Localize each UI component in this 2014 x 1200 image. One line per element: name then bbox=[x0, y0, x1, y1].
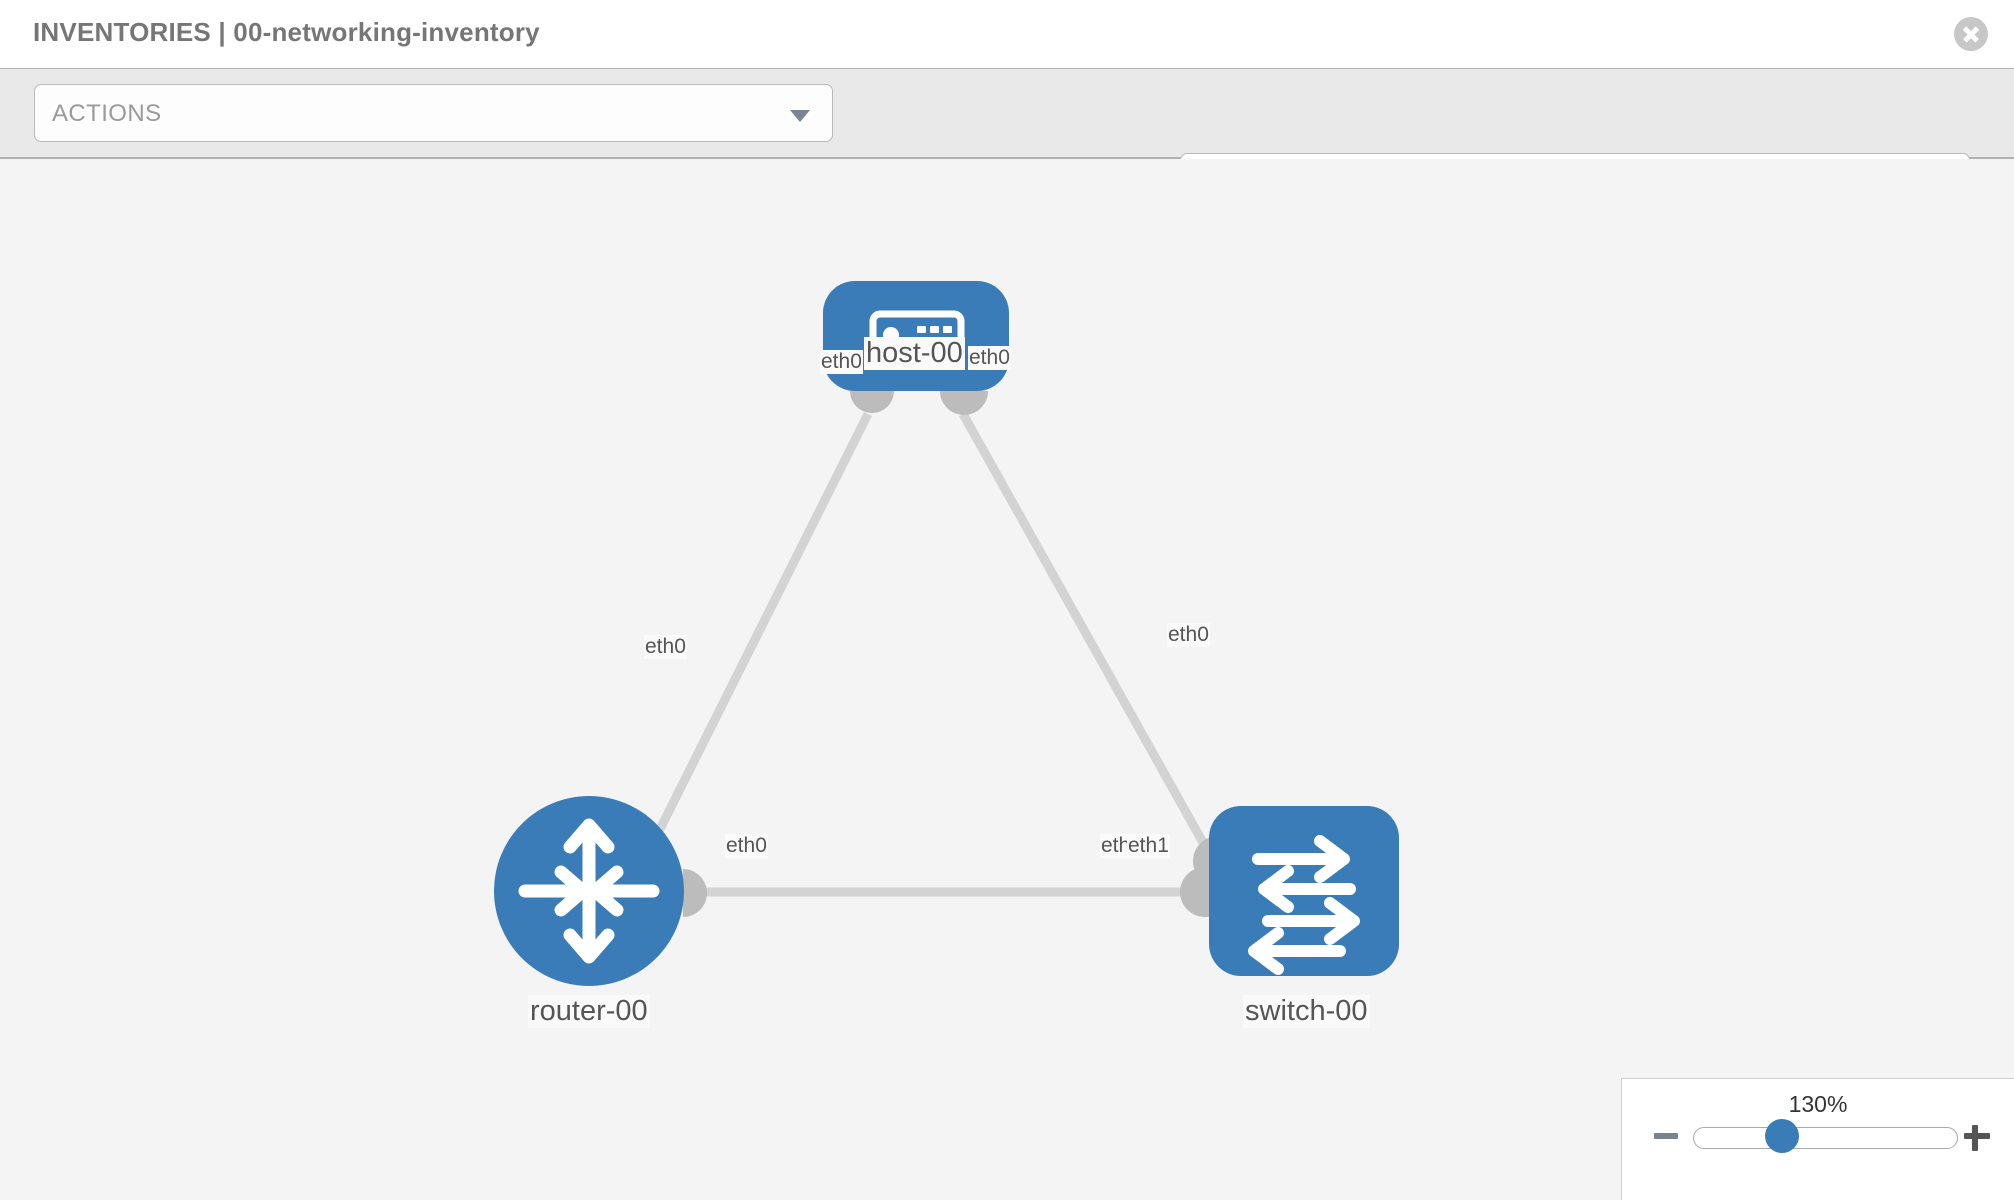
toolbar: ACTIONS SEARCH bbox=[0, 68, 2014, 212]
plus-icon[interactable] bbox=[1962, 1121, 1992, 1151]
iface-label-switch00-uplink: eth0 bbox=[1167, 623, 1210, 647]
node-label-switch-00: switch-00 bbox=[1243, 995, 1370, 1028]
link-host00-router00 bbox=[640, 411, 873, 862]
port-host00-eth0-right bbox=[940, 391, 988, 415]
node-label-host-00: host-00 bbox=[864, 337, 965, 370]
zoom-slider[interactable] bbox=[1693, 1127, 1958, 1149]
router-arrows-icon bbox=[518, 818, 660, 964]
page-header: INVENTORIES | 00-networking-inventory bbox=[0, 0, 2014, 68]
actions-dropdown[interactable]: ACTIONS bbox=[34, 84, 833, 142]
port-router00-eth0 bbox=[683, 869, 707, 917]
node-switch-00[interactable] bbox=[1209, 806, 1399, 976]
chevron-down-icon bbox=[790, 110, 810, 122]
zoom-control-panel: 130% bbox=[1621, 1078, 2014, 1200]
iface-label-host00-right: eth0 bbox=[968, 346, 1011, 370]
topology-links bbox=[640, 411, 1219, 897]
actions-dropdown-label: ACTIONS bbox=[52, 100, 162, 127]
node-host-00[interactable] bbox=[823, 281, 1009, 391]
iface-label-router00-east: eth0 bbox=[725, 834, 768, 858]
topology-graph bbox=[494, 281, 1399, 986]
switch-arrows-icon bbox=[1248, 835, 1360, 975]
zoom-level-value: 130% bbox=[1788, 1091, 1848, 1117]
minus-icon[interactable] bbox=[1652, 1121, 1682, 1151]
link-host00-switch00 bbox=[959, 411, 1219, 867]
node-label-router-00: router-00 bbox=[528, 995, 650, 1028]
iface-label-router00-east-far: eth bbox=[1100, 834, 1132, 858]
close-icon[interactable] bbox=[1954, 17, 1988, 51]
page-title: INVENTORIES | 00-networking-inventory bbox=[33, 17, 540, 47]
port-host00-eth0-left bbox=[850, 391, 894, 413]
node-router-00[interactable] bbox=[494, 796, 684, 986]
iface-label-router00-uplink: eth0 bbox=[644, 635, 687, 659]
iface-label-switch00-west: eth1 bbox=[1127, 834, 1170, 858]
zoom-slider-thumb[interactable] bbox=[1765, 1119, 1799, 1153]
iface-label-host00-left: eth0 bbox=[820, 350, 863, 374]
topology-canvas[interactable]: host-00 router-00 switch-00 eth0 eth0 et… bbox=[0, 159, 2014, 1200]
